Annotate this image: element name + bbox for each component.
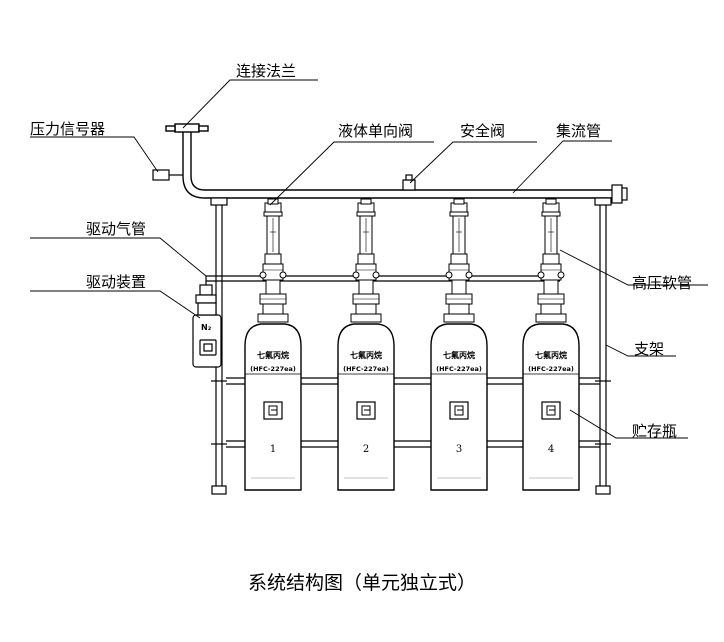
end-flange	[611, 184, 628, 204]
bottle-number: 2	[363, 444, 369, 455]
manifold-pipe	[165, 123, 612, 199]
safety-valve	[402, 174, 416, 191]
storage-bottle-3: 七氟丙烷 (HFC-227ea) 3	[430, 198, 488, 491]
label-pressure-signal: 压力信号器	[30, 120, 106, 138]
bottle-subtitle: (HFC-227ea)	[343, 365, 389, 373]
label-high-pressure-hose: 高压软管	[632, 274, 693, 292]
label-bracket: 支架	[634, 340, 665, 358]
bottle-title: 七氟丙烷	[443, 350, 475, 360]
drive-gas-pipe	[205, 275, 560, 292]
storage-bottle-1: 七氟丙烷 (HFC-227ea) 1	[244, 198, 302, 491]
bottle-title: 七氟丙烷	[257, 350, 289, 360]
label-flange: 连接法兰	[236, 62, 297, 80]
valve-assembly	[350, 198, 382, 323]
drive-device	[192, 284, 222, 368]
label-safety-valve: 安全阀	[460, 122, 506, 140]
valve-assembly	[257, 198, 289, 323]
bottle-title: 七氟丙烷	[350, 350, 382, 360]
storage-bottle-4: 七氟丙烷 (HFC-227ea) 4	[522, 198, 580, 491]
leader-lines	[30, 79, 708, 439]
bottle-number: 3	[456, 444, 462, 455]
bottle-title: 七氟丙烷	[535, 350, 567, 360]
label-drive-gas-pipe: 驱动气管	[86, 220, 147, 238]
label-manifold: 集流管	[556, 122, 602, 140]
bottle-number: 4	[548, 444, 554, 455]
valve-assembly	[535, 198, 567, 323]
label-storage-bottle: 贮存瓶	[632, 422, 678, 440]
bottle-subtitle: (HFC-227ea)	[436, 365, 482, 373]
storage-bottles: 七氟丙烷 (HFC-227ea) 1 七氟丙烷 (HFC-227ea) 2 七氟丙烷 (HFC…	[244, 198, 580, 491]
bottle-number: 1	[270, 444, 276, 455]
storage-bottle-2: 七氟丙烷 (HFC-227ea) 2	[337, 198, 395, 491]
bottle-subtitle: (HFC-227ea)	[250, 365, 296, 373]
label-liquid-check-valve: 液体单向阀	[338, 122, 414, 140]
pressure-signal-device	[152, 169, 183, 181]
drive-bottle-label: N₂	[201, 323, 212, 332]
valve-assembly	[443, 198, 475, 323]
bottle-subtitle: (HFC-227ea)	[528, 365, 574, 373]
label-drive-device: 驱动装置	[86, 273, 147, 291]
diagram-caption: 系统结构图（单元独立式）	[247, 572, 476, 594]
